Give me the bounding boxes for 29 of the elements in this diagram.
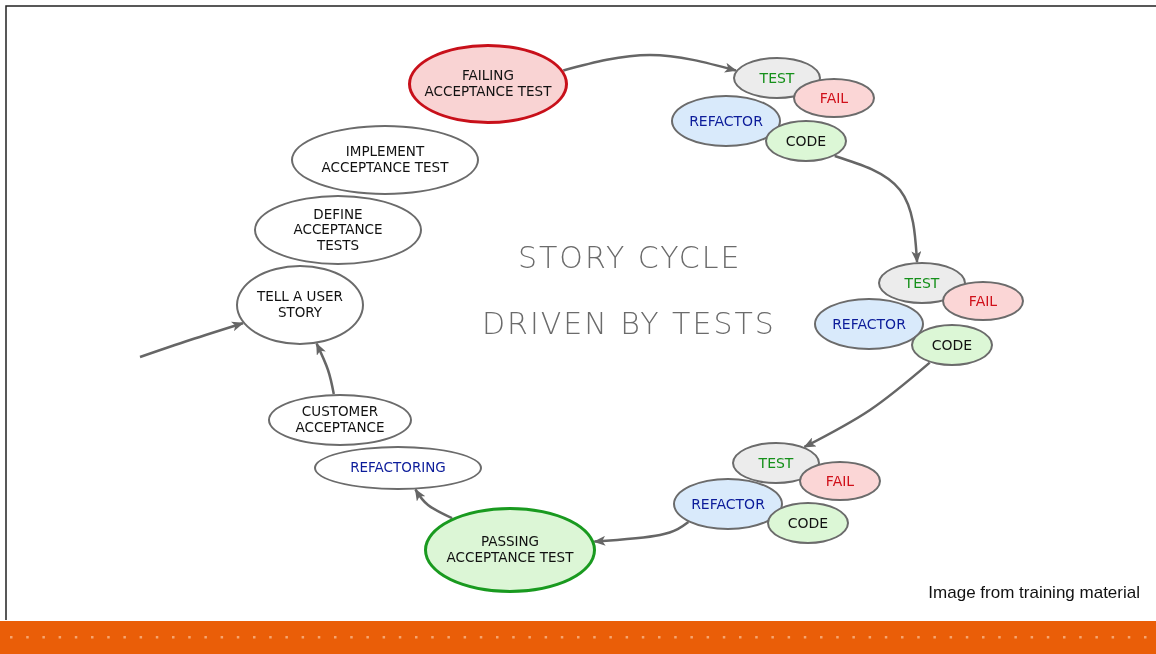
diagram-heading: DRIVEN BY TESTS <box>482 306 776 341</box>
step-label: REFACTOR <box>832 315 906 333</box>
step-label: CODE <box>787 514 829 532</box>
step-label: TEST <box>758 454 794 472</box>
step-label: TELL A USER STORY <box>256 289 344 321</box>
arrow <box>315 342 335 395</box>
code-ellipse <box>765 120 847 162</box>
step-label: TEST <box>904 274 940 292</box>
image-credit: Image from training material <box>928 583 1140 603</box>
step-label: FAILING ACCEPTANCE TEST <box>424 68 552 100</box>
step-label: CODE <box>785 132 827 150</box>
step-label: TEST <box>759 69 795 87</box>
step-label: FAIL <box>819 89 849 107</box>
arrow <box>563 53 737 73</box>
arrow <box>414 488 453 520</box>
arrow <box>834 154 922 264</box>
step-label: REFACTORING <box>350 460 446 476</box>
step-label: REFACTOR <box>689 112 763 130</box>
step-label: CUSTOMER ACCEPTANCE <box>294 404 386 436</box>
step-label: DEFINE ACCEPTANCE TESTS <box>292 206 384 254</box>
step-label: IMPLEMENT ACCEPTANCE TEST <box>320 144 450 176</box>
step-label: CODE <box>931 336 973 354</box>
step-label: REFACTOR <box>691 495 765 513</box>
test-ellipse <box>733 57 821 99</box>
arrow <box>593 521 690 546</box>
step-label: FAIL <box>968 292 998 310</box>
step-label: PASSING ACCEPTANCE TEST <box>445 534 575 566</box>
step-label: FAIL <box>825 472 855 490</box>
diagram-heading: STORY CYCLE <box>518 240 742 275</box>
